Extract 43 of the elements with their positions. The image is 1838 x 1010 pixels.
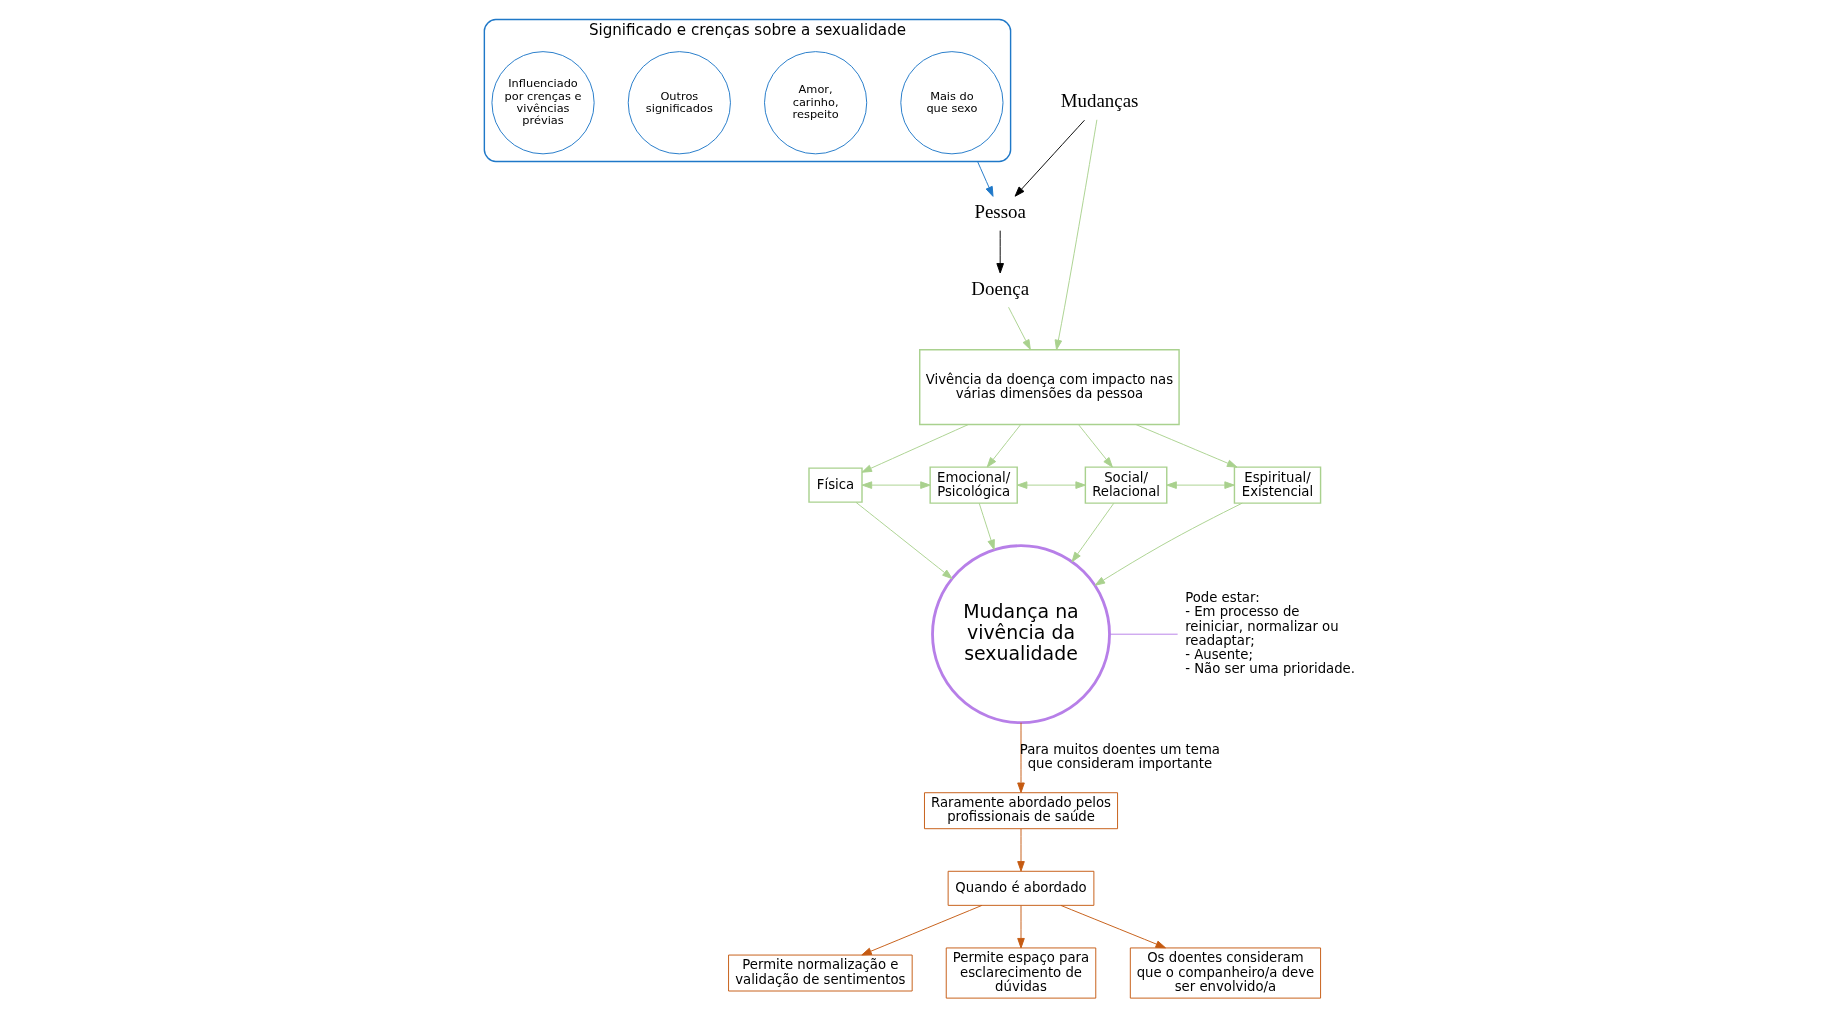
node-box: Raramente abordado pelos profissionais de saúde <box>923 792 1118 830</box>
node-label: - Não ser uma prioridade. <box>1184 661 1355 677</box>
node-box: Quando é abordado <box>947 870 1094 906</box>
arrow <box>1165 481 1235 489</box>
arrow <box>1007 306 1031 350</box>
arrow <box>1016 481 1086 489</box>
arrow <box>1016 722 1025 793</box>
node-text: Pessoa <box>973 201 1026 223</box>
arrow <box>1059 904 1166 949</box>
node-box: Permite normalização e validação de sentimentos <box>727 954 913 992</box>
arrow <box>860 904 982 956</box>
arrow <box>1135 424 1237 468</box>
node-circle: Mudança na vivência da sexualidade <box>930 544 1111 725</box>
node-label: - Em processo de reiniciar, normalizar ou readaptar; <box>1184 604 1339 648</box>
node-circle: Outros significados <box>627 51 731 155</box>
node-circle: Amor, carinho, respeito <box>763 51 867 155</box>
node-box: Espiritual/ Existencial <box>1233 466 1321 504</box>
node-box: Os doentes consideram que o companheiro/a deve ser envolvido/a <box>1129 947 1321 999</box>
node-circle: Mais do que sexo <box>899 51 1003 155</box>
node-circle: Influenciado por crenças e vivências prévias <box>490 51 595 155</box>
node-box: Social/ Relacional <box>1084 466 1167 504</box>
arrow <box>995 230 1004 274</box>
arrow <box>1071 502 1114 563</box>
node-box: Física <box>807 467 863 503</box>
arrow <box>1054 119 1097 351</box>
node-box: Emocional/ Psicológica <box>928 466 1018 504</box>
arrow <box>861 481 931 489</box>
arrow <box>978 502 995 551</box>
arrow <box>1094 502 1243 586</box>
arrow <box>1014 119 1085 197</box>
arrow <box>1016 828 1025 872</box>
arrow <box>861 424 969 473</box>
arrow <box>1077 424 1113 468</box>
node-box: Permite espaço para esclarecimento de dúvidas <box>945 947 1096 999</box>
node-text: Doença <box>970 277 1029 299</box>
arrow <box>855 501 953 580</box>
arrow <box>986 424 1021 468</box>
node-box: Vivência da doença com impacto nas várias dimensões da pessoa <box>918 349 1180 426</box>
edge-label: Para muitos doentes um tema que consideram importante <box>1019 742 1220 772</box>
arrow <box>1016 905 1025 949</box>
node-text: Mudanças <box>1060 90 1138 112</box>
arrow <box>976 160 993 197</box>
node-label: Pode estar: <box>1184 590 1260 606</box>
